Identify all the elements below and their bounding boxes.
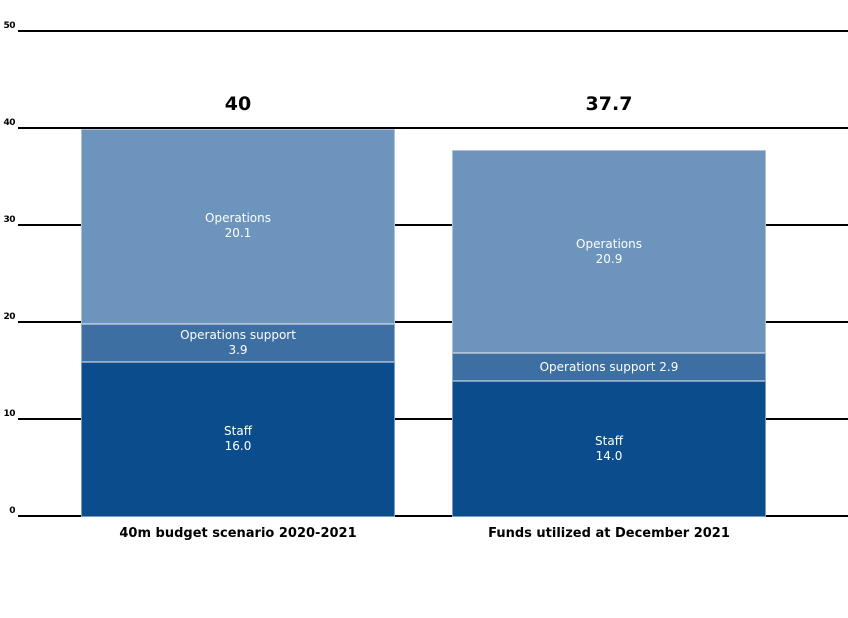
segment-label-line: Staff [595,434,623,449]
segment-label-line: 16.0 [224,439,252,454]
segment-label-line: Operations support [180,327,296,342]
segment-label-line: Operations support 2.9 [539,359,679,374]
y-tick-label: 0 [9,506,15,516]
gridline [18,127,848,129]
gridline [18,418,848,420]
y-tick-label: 40 [3,118,15,128]
bar-category-label: Funds utilized at December 2021 [488,526,730,541]
gridline [18,224,848,226]
y-tick-label: 50 [3,21,15,31]
y-tick-label: 30 [3,215,15,225]
bar-total-label: 37.7 [585,93,633,115]
segment-label-line: 20.1 [224,226,252,241]
bar-total-label: 40 [224,93,252,115]
segment-label: Operations support 2.9 [540,360,679,375]
segment-label-line: Staff [224,424,252,439]
segment-label-line: Operations [205,211,271,226]
segment-label-line: 20.9 [595,251,623,266]
y-tick-label: 10 [3,409,15,419]
segment-label-line: 14.0 [595,449,623,464]
gridline [18,30,848,32]
bar-category-label: 40m budget scenario 2020-2021 [119,526,357,541]
segment-label-line: Operations [576,236,642,251]
gridline [18,321,848,323]
y-tick-label: 20 [3,312,15,322]
bar-segment-operations-support: Operations support 2.9 [452,353,766,382]
segment-label-line: 3.9 [228,342,248,357]
gridline [18,515,848,517]
